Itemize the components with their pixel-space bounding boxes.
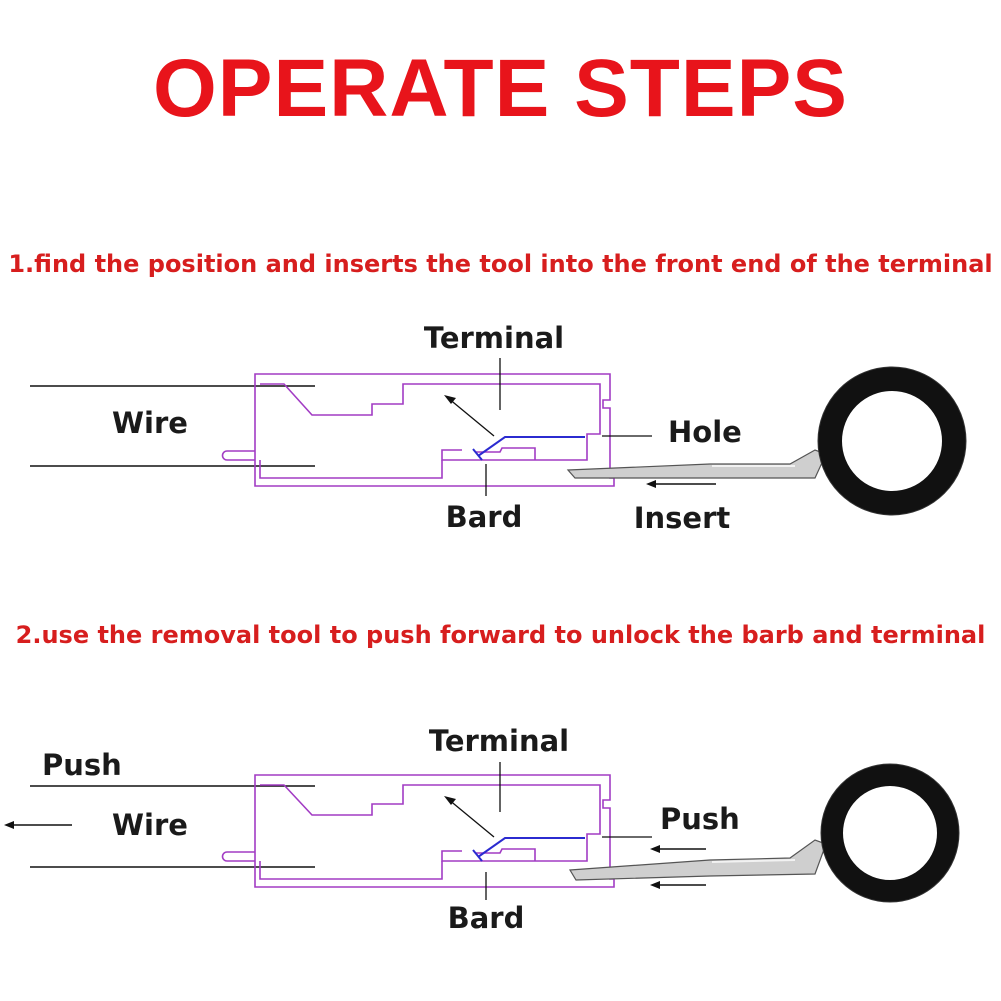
barb bbox=[477, 436, 585, 457]
terminal-housing bbox=[221, 774, 615, 888]
step-2-instruction: 2.use the removal tool to push forward t… bbox=[15, 621, 986, 649]
barb bbox=[477, 837, 585, 858]
label-bard: Bard bbox=[448, 901, 525, 935]
label-bard: Bard bbox=[446, 500, 523, 534]
terminal-housing bbox=[221, 373, 615, 487]
label-insert: Insert bbox=[634, 501, 731, 535]
label-terminal: Terminal bbox=[429, 724, 569, 758]
label-wire: Wire bbox=[112, 406, 188, 440]
arrow-left-icon bbox=[4, 821, 14, 829]
arrow-left-icon bbox=[650, 845, 660, 853]
label-push-left: Push bbox=[42, 748, 122, 782]
removal-tool-icon bbox=[566, 366, 967, 516]
push-direction-arrow bbox=[447, 798, 495, 838]
step-1-instruction: 1.find the position and inserts the tool… bbox=[8, 250, 993, 278]
step-1-diagram: Terminal Wire Hole Bard Insert bbox=[30, 321, 967, 535]
push-direction-arrow bbox=[447, 397, 495, 437]
page-title: OPERATE STEPS bbox=[153, 43, 848, 134]
arrow-left-icon bbox=[650, 881, 660, 889]
label-push-right: Push bbox=[660, 802, 740, 836]
removal-tool-icon bbox=[568, 763, 960, 903]
step-2-diagram: Terminal Push Wire Push Bard bbox=[4, 724, 960, 935]
arrow-left-icon bbox=[646, 480, 656, 488]
label-hole: Hole bbox=[668, 415, 742, 449]
label-terminal: Terminal bbox=[424, 321, 564, 355]
label-wire: Wire bbox=[112, 808, 188, 842]
